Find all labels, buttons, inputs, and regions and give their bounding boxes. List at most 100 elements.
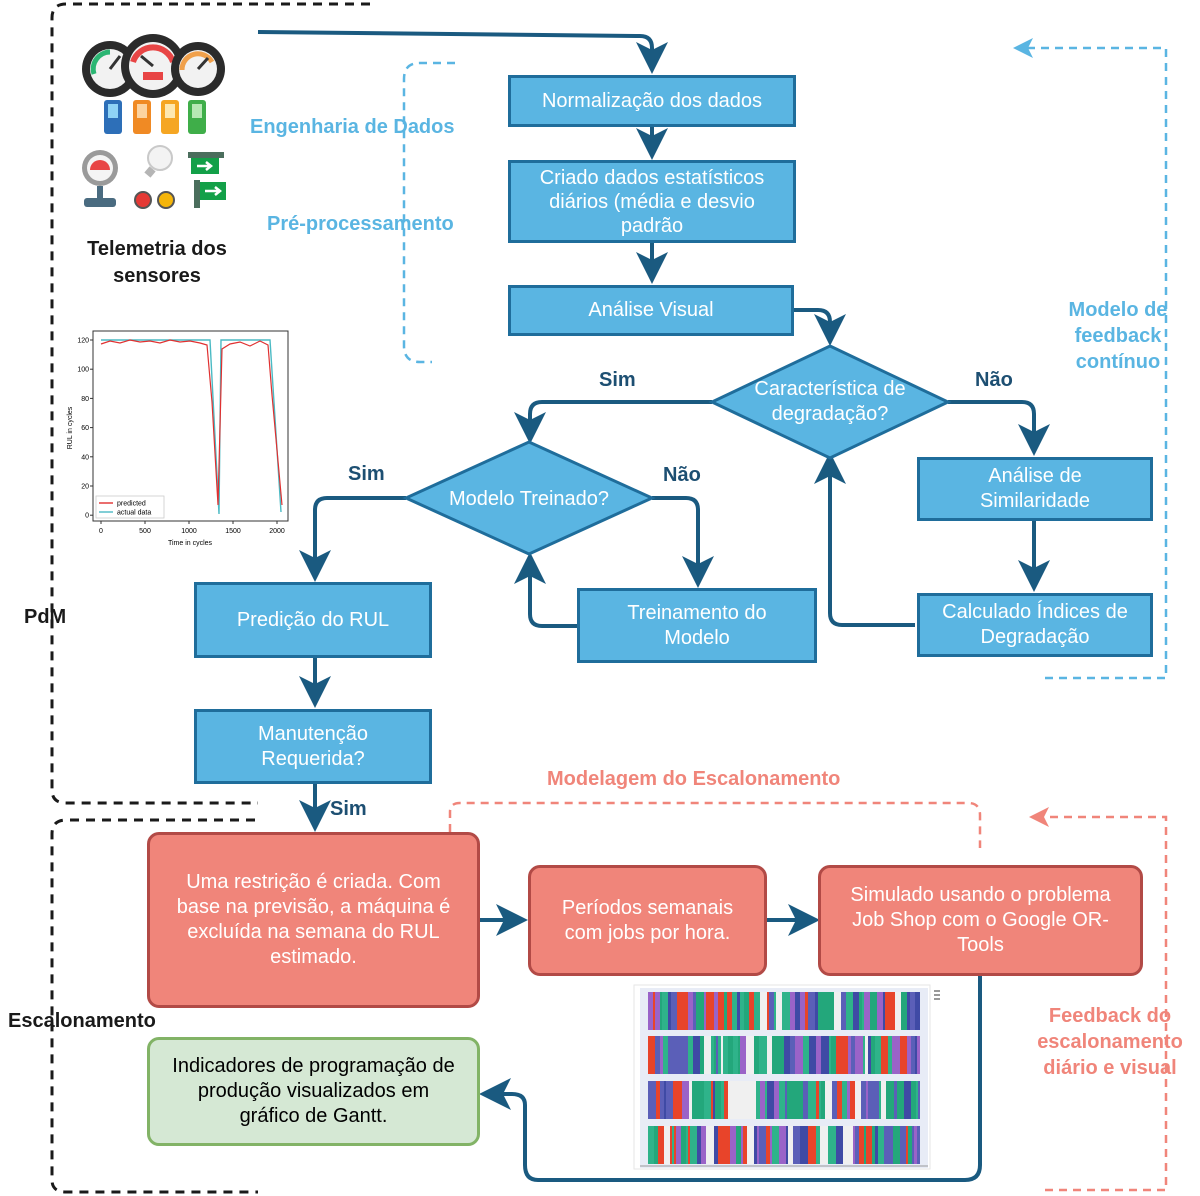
gantt-bar: [766, 1126, 770, 1164]
gantt-bar: [800, 1126, 808, 1164]
rul-ytick-label: 40: [81, 454, 89, 461]
gantt-bar: [704, 1081, 711, 1119]
scheduling-modeling-label: Modelagem do Escalonamento: [547, 768, 841, 790]
gantt-bar: [808, 992, 815, 1030]
similaridade-step: Análise de Similaridade: [917, 457, 1153, 521]
gantt-bar: [878, 1126, 884, 1164]
gantt-bar: [648, 992, 653, 1030]
gantt-bar: [917, 1036, 920, 1074]
pressure-gauge-icon: [82, 150, 118, 207]
scheduling-feedback-label: Feedback do escalonamento diário e visua…: [1037, 1005, 1183, 1079]
gantt-bar: [714, 992, 718, 1030]
gantt-bar: [846, 992, 850, 1030]
gantt-bar: [915, 1036, 917, 1074]
rul-predicted-series: [100, 339, 283, 506]
gantt-bar: [701, 1126, 706, 1164]
gantt-bar: [911, 1081, 916, 1119]
analise-visual-step: Análise Visual: [508, 285, 794, 336]
gantt-bar: [786, 1126, 788, 1164]
gantt-bar: [908, 1126, 912, 1164]
gantt-bar: [716, 1036, 718, 1074]
gantt-bar: [747, 1126, 754, 1164]
gantt-bar: [855, 1036, 863, 1074]
gantt-bar: [877, 992, 883, 1030]
gantt-bar: [754, 992, 760, 1030]
manutencao-step: Manutenção Requerida?: [194, 709, 432, 784]
gantt-bar: [881, 1036, 888, 1074]
gantt-bar: [850, 1081, 855, 1119]
gantt-bar: [757, 1126, 759, 1164]
gantt-bar: [855, 1081, 861, 1119]
gantt-bar: [871, 1036, 875, 1074]
gantt-bar: [849, 1126, 853, 1164]
gantt-bar: [774, 1081, 779, 1119]
gantt-bar: [901, 992, 907, 1030]
escalonamento-group-border: [50, 818, 258, 1194]
gantt-bar: [918, 1081, 920, 1119]
gantt-bar: [704, 1036, 711, 1074]
gantt-bar: [754, 1126, 757, 1164]
gantt-bar: [706, 992, 714, 1030]
gantt-bar: [848, 1036, 851, 1074]
rul-xtick-label: 1500: [225, 528, 241, 535]
gantt-bar: [891, 1126, 893, 1164]
gantt-bar: [825, 1081, 832, 1119]
gantt-bar: [795, 1036, 803, 1074]
gantt-bar: [819, 1081, 821, 1119]
gantt-bar: [836, 1126, 840, 1164]
gantt-bar: [748, 1081, 756, 1119]
gantt-bar: [767, 1036, 772, 1074]
gantt-bar: [664, 1081, 666, 1119]
gantt-bar: [737, 992, 740, 1030]
gantt-bar: [893, 1126, 900, 1164]
gantt-bar: [675, 1036, 678, 1074]
gantt-bar: [863, 1036, 865, 1074]
gantt-bar: [677, 992, 682, 1030]
gantt-bar: [648, 1126, 654, 1164]
gantt-bar: [861, 1081, 866, 1119]
gantt-bar: [831, 1036, 836, 1074]
arrow-indices-to-degradacao: [814, 452, 915, 627]
gantt-bar: [843, 1126, 849, 1164]
gantt-bar: [692, 1081, 700, 1119]
gantt-bar: [816, 1081, 819, 1119]
gantt-bar: [895, 992, 901, 1030]
gantt-bar: [732, 992, 737, 1030]
gantt-bar: [718, 1126, 723, 1164]
rul-xtick-label: 0: [99, 528, 103, 535]
gantt-bar: [736, 1081, 743, 1119]
arrow-treinamento-to-treinado: [514, 552, 577, 628]
degradacao-nao-label: Não: [975, 369, 1013, 391]
gantt-bar: [740, 1036, 746, 1074]
rul-xtick-label: 1000: [181, 528, 197, 535]
gantt-bar: [668, 992, 671, 1030]
gantt-bar: [779, 1126, 781, 1164]
gantt-bar: [787, 1081, 791, 1119]
gantt-bar: [688, 1036, 693, 1074]
gantt-bar: [660, 1081, 664, 1119]
gantt-bar: [808, 1126, 816, 1164]
gantt-bar: [779, 1081, 785, 1119]
gantt-bar: [682, 992, 688, 1030]
telemetry-title: Telemetria dos sensores: [87, 238, 227, 287]
gantt-bar: [693, 1126, 695, 1164]
normalizacao-step: Normalização dos dados: [508, 75, 796, 127]
gantt-bar: [686, 1126, 688, 1164]
gantt-bar: [904, 1081, 911, 1119]
gantt-bar: [678, 1036, 684, 1074]
rul-ytick-label: 120: [77, 338, 89, 345]
rul-ytick-label: 20: [81, 484, 89, 491]
indices-step: Calculado Índices de Degradação: [917, 593, 1153, 657]
gantt-bar: [723, 1126, 730, 1164]
gantt-bar: [754, 1036, 759, 1074]
gantt-bar: [746, 992, 749, 1030]
gantt-bar: [875, 1036, 881, 1074]
gantt-bar: [774, 992, 776, 1030]
arrow-degradacao-nao: [948, 400, 1050, 456]
gantt-bar: [884, 1126, 891, 1164]
exit-sign-icon: [188, 152, 226, 208]
